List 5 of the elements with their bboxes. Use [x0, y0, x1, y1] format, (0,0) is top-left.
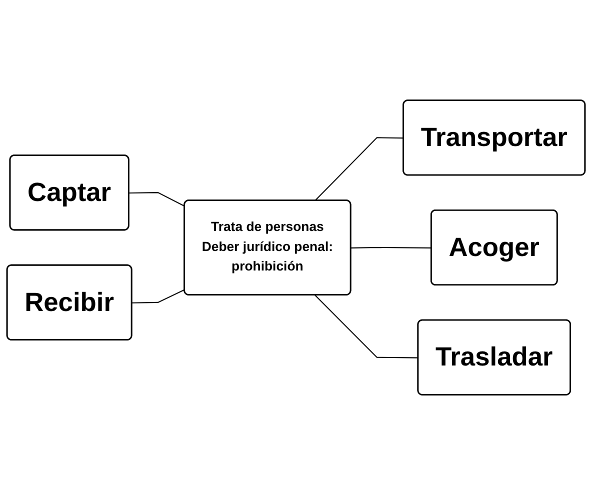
- connector: [129, 192, 185, 207]
- connector: [351, 246, 432, 248]
- connector: [132, 289, 185, 304]
- connector: [314, 137, 404, 202]
- connector: [314, 294, 418, 358]
